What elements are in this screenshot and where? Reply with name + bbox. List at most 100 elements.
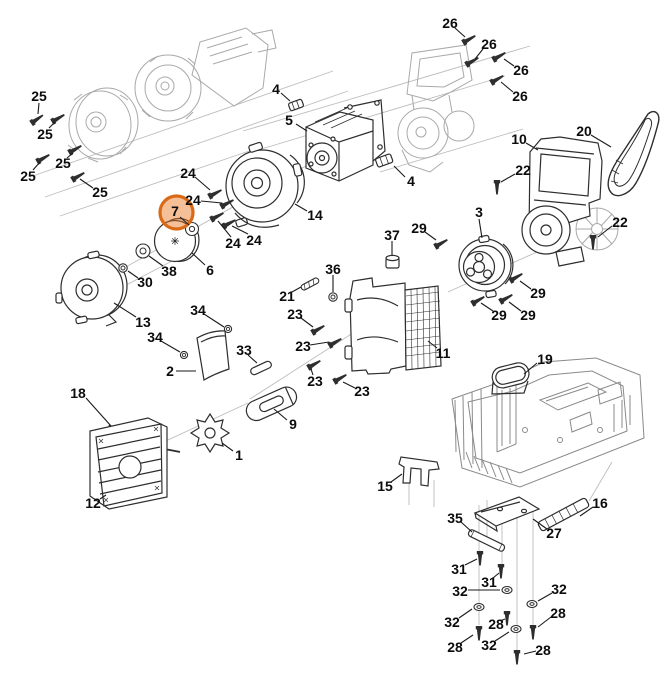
leader-line <box>492 572 500 579</box>
part-label-10[interactable]: 10 <box>511 131 527 147</box>
part-label-6[interactable]: 6 <box>206 262 214 278</box>
part-label-29[interactable]: 29 <box>411 220 427 236</box>
part-label-28[interactable]: 28 <box>550 605 566 621</box>
part-label-12[interactable]: 12 <box>85 495 101 511</box>
part-label-15[interactable]: 15 <box>377 478 393 494</box>
leader-line <box>79 178 94 189</box>
part-label-5[interactable]: 5 <box>285 112 293 128</box>
leader-line <box>191 252 206 266</box>
part-label-23[interactable]: 23 <box>307 373 323 389</box>
leader-line <box>247 354 258 364</box>
part-label-14[interactable]: 14 <box>307 207 323 223</box>
part-label-25[interactable]: 25 <box>37 126 53 142</box>
part-label-31[interactable]: 31 <box>481 574 497 590</box>
part-label-7[interactable]: 7 <box>171 203 179 219</box>
part-label-31[interactable]: 31 <box>451 561 467 577</box>
part-14-volute <box>225 141 305 228</box>
part-label-32[interactable]: 32 <box>444 614 460 630</box>
part-label-13[interactable]: 13 <box>135 314 151 330</box>
hardware-washer <box>510 624 522 634</box>
part-label-35[interactable]: 35 <box>447 510 463 526</box>
chassis-base-plate <box>451 357 645 488</box>
leader-line <box>179 216 190 226</box>
part-1-impeller <box>189 412 231 454</box>
hardware-screw <box>332 374 347 385</box>
part-label-30[interactable]: 30 <box>137 274 153 290</box>
part-label-26[interactable]: 26 <box>481 36 497 52</box>
part-label-26[interactable]: 26 <box>442 15 458 31</box>
hardware-screw <box>498 294 513 305</box>
part-label-24[interactable]: 24 <box>180 165 196 181</box>
part-label-25[interactable]: 25 <box>31 88 47 104</box>
part-label-24[interactable]: 24 <box>185 192 201 208</box>
part-label-24[interactable]: 24 <box>246 232 262 248</box>
part-label-23[interactable]: 23 <box>287 306 303 322</box>
part-label-3[interactable]: 3 <box>475 204 483 220</box>
leader-line <box>503 58 515 67</box>
part-label-25[interactable]: 25 <box>55 155 71 171</box>
leader-line <box>460 634 474 644</box>
part-label-33[interactable]: 33 <box>236 342 252 358</box>
hardware-screw <box>476 551 484 566</box>
part-label-4[interactable]: 4 <box>407 173 415 189</box>
part-label-28[interactable]: 28 <box>447 639 463 655</box>
part-label-20[interactable]: 20 <box>576 123 592 139</box>
part-label-32[interactable]: 32 <box>481 637 497 653</box>
part-label-19[interactable]: 19 <box>537 351 553 367</box>
part-label-21[interactable]: 21 <box>279 288 295 304</box>
part-label-28[interactable]: 28 <box>535 642 551 658</box>
hardware-screw <box>489 75 504 86</box>
part-2-deflector <box>196 330 230 381</box>
part-label-24[interactable]: 24 <box>225 235 241 251</box>
hardware-screw <box>219 199 234 210</box>
part-label-32[interactable]: 32 <box>452 583 468 599</box>
part-label-1[interactable]: 1 <box>235 447 243 463</box>
part-label-28[interactable]: 28 <box>488 616 504 632</box>
part-label-27[interactable]: 27 <box>546 525 562 541</box>
part-label-34[interactable]: 34 <box>147 329 163 345</box>
leader-line <box>523 650 537 655</box>
part-label-37[interactable]: 37 <box>384 227 400 243</box>
part-label-4[interactable]: 4 <box>272 81 280 97</box>
part-label-38[interactable]: 38 <box>161 263 177 279</box>
part-label-11[interactable]: 11 <box>436 345 451 361</box>
part-label-22[interactable]: 22 <box>515 162 531 178</box>
part-label-22[interactable]: 22 <box>612 214 628 230</box>
leader-line <box>309 341 330 346</box>
part-label-25[interactable]: 25 <box>92 184 108 200</box>
leader-line <box>537 592 553 602</box>
part-label-34[interactable]: 34 <box>190 302 206 318</box>
part-label-23[interactable]: 23 <box>354 383 370 399</box>
part-label-25[interactable]: 25 <box>20 168 36 184</box>
hardware-screw <box>508 273 523 284</box>
leader-line <box>393 165 406 178</box>
leader-line <box>480 302 494 312</box>
part-label-36[interactable]: 36 <box>325 261 341 277</box>
part-3-clutch <box>458 234 514 299</box>
part-label-29[interactable]: 29 <box>530 285 546 301</box>
part-label-9[interactable]: 9 <box>289 416 297 432</box>
leader-line <box>494 631 510 642</box>
part-label-32[interactable]: 32 <box>551 581 567 597</box>
part-35-strip <box>467 529 506 552</box>
leader-line <box>424 231 437 241</box>
part-label-26[interactable]: 26 <box>513 62 529 78</box>
part-label-2[interactable]: 2 <box>166 363 174 379</box>
hardware-screw <box>35 154 50 165</box>
leader-line <box>532 518 548 530</box>
part-label-29[interactable]: 29 <box>520 307 536 323</box>
hardware-screw <box>461 35 476 46</box>
leader-line <box>454 27 466 38</box>
leader-line <box>295 123 308 132</box>
part-label-29[interactable]: 29 <box>491 307 507 323</box>
part-20-belt <box>607 110 660 197</box>
background-line-art <box>67 27 619 251</box>
leader-line <box>127 270 139 279</box>
part-37-sleeve <box>385 254 400 269</box>
part-label-16[interactable]: 16 <box>592 495 608 511</box>
leader-line <box>499 618 506 622</box>
part-label-18[interactable]: 18 <box>70 385 86 401</box>
part-label-23[interactable]: 23 <box>295 338 311 354</box>
part-label-26[interactable]: 26 <box>512 88 528 104</box>
